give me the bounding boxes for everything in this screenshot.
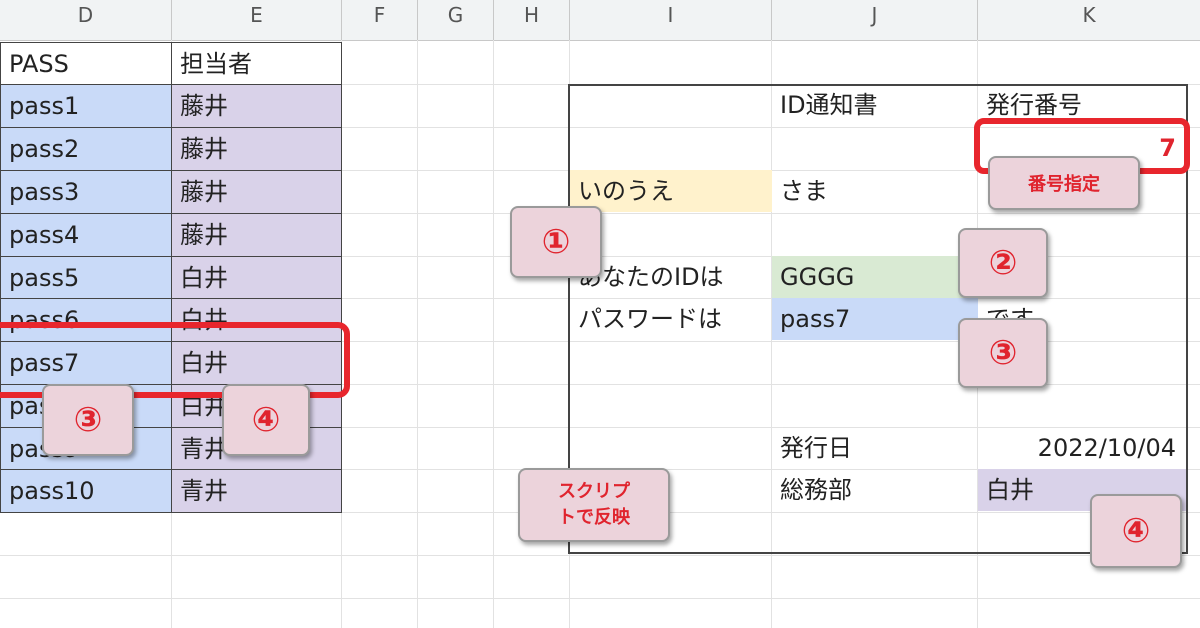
callout-script-reflect: スクリプ トで反映 — [518, 468, 670, 542]
notice-title[interactable]: ID通知書 — [780, 91, 878, 119]
header-person[interactable]: 担当者 — [171, 42, 342, 85]
department-label[interactable]: 総務部 — [780, 476, 852, 504]
issue-number-label[interactable]: 発行番号 — [986, 91, 1082, 119]
callout-4-left: ④ — [222, 384, 310, 456]
callout-number-spec: 番号指定 — [988, 156, 1140, 210]
callout-3-left: ③ — [42, 384, 134, 456]
table-cell-person[interactable]: 白井 — [171, 298, 342, 342]
column-header-f[interactable]: F — [342, 0, 418, 40]
password-value[interactable]: pass7 — [772, 298, 978, 340]
column-header-row: D E F G H I J K — [0, 0, 1200, 41]
id-label[interactable]: あなたのIDは — [578, 263, 724, 291]
issue-date-value[interactable]: 2022/10/04 — [1037, 434, 1176, 462]
column-header-g[interactable]: G — [418, 0, 494, 40]
column-header-k[interactable]: K — [1082, 3, 1096, 27]
header-pass[interactable]: PASS — [0, 42, 172, 85]
recipient-name[interactable]: いのうえ — [570, 170, 772, 212]
table-cell-pass[interactable]: pass3 — [0, 170, 172, 214]
callout-4-right: ④ — [1090, 494, 1182, 568]
column-header-h[interactable]: H — [494, 0, 570, 40]
column-header-j[interactable]: J — [772, 0, 978, 40]
callout-3-right: ③ — [958, 318, 1048, 388]
table-cell-person[interactable]: 藤井 — [171, 213, 342, 257]
callout-script-line2: トで反映 — [558, 507, 630, 528]
column-header-e[interactable]: E — [172, 0, 342, 40]
callout-script-line1: スクリプ — [558, 481, 630, 502]
table-cell-person[interactable]: 青井 — [171, 469, 342, 513]
table-cell-pass[interactable]: pass1 — [0, 84, 172, 128]
pass7-highlight — [0, 322, 350, 398]
table-cell-pass[interactable]: pass7 — [0, 341, 172, 385]
password-label[interactable]: パスワードは — [578, 305, 722, 333]
table-cell-pass[interactable]: pass10 — [0, 469, 172, 513]
column-header-i[interactable]: I — [570, 0, 772, 40]
table-cell-person[interactable]: 白井 — [171, 341, 342, 385]
table-cell-pass[interactable]: pass4 — [0, 213, 172, 257]
callout-1: ① — [510, 206, 602, 278]
table-cell-person[interactable]: 藤井 — [171, 127, 342, 171]
table-cell-pass[interactable]: pass5 — [0, 256, 172, 299]
table-cell-pass[interactable]: pass2 — [0, 127, 172, 171]
honorific[interactable]: さま — [780, 177, 828, 205]
callout-2: ② — [958, 228, 1048, 298]
table-cell-pass[interactable]: pass6 — [0, 298, 172, 342]
issue-date-label[interactable]: 発行日 — [780, 434, 852, 462]
issue-number-value[interactable]: 7 — [1159, 134, 1176, 162]
id-value[interactable]: GGGG — [772, 256, 978, 298]
table-cell-person[interactable]: 藤井 — [171, 170, 342, 214]
column-header-d[interactable]: D — [0, 0, 172, 40]
table-cell-person[interactable]: 白井 — [171, 256, 342, 299]
table-cell-person[interactable]: 藤井 — [171, 84, 342, 128]
notice-border — [568, 84, 1188, 554]
